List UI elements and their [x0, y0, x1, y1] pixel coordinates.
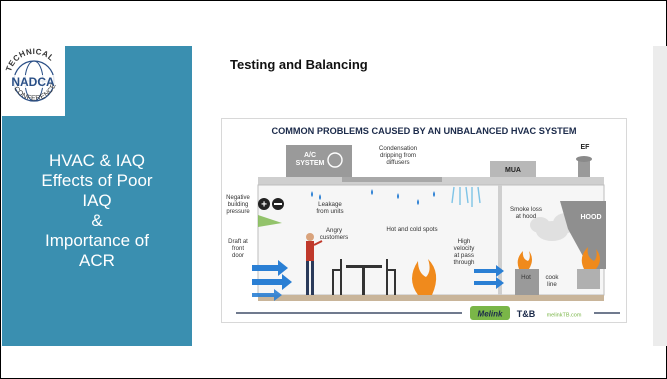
mua-label: MUA — [505, 167, 521, 174]
negative-pressure-label: pressure — [226, 209, 250, 215]
smoke-loss-label: Smoke loss — [510, 206, 542, 213]
condensation-label: diffusers — [386, 159, 409, 166]
vent-flap — [258, 215, 282, 227]
angry-customers-label: customers — [320, 234, 349, 241]
section-title: Testing and Balancing — [230, 57, 368, 72]
flame-icon — [517, 251, 532, 269]
draft-label: door — [232, 253, 244, 259]
ac-unit — [286, 145, 352, 177]
high-velocity-label: at pass — [454, 252, 474, 259]
logo-top-text: TECHNICAL — [4, 47, 55, 73]
sidebar-title-line: ACR — [79, 251, 115, 270]
hot-cook-label: cook — [545, 274, 559, 281]
floor — [258, 295, 604, 301]
flame-icon — [412, 259, 437, 295]
mua-unit — [490, 161, 536, 177]
leakage-label: Leakage — [318, 201, 342, 208]
negative-pressure-label: building — [228, 202, 249, 208]
condensation-label: Condensation — [379, 145, 418, 152]
condensation-label: dripping from — [380, 152, 416, 159]
hood — [560, 201, 606, 269]
exhaust-fan-cap — [576, 156, 592, 162]
plus-icon-glyph: + — [261, 200, 267, 211]
leakage-label: from units — [316, 208, 343, 215]
sidebar-title-line: Importance of — [45, 231, 149, 250]
airflow-arrows — [252, 260, 504, 301]
svg-text:TECHNICAL: TECHNICAL — [4, 47, 56, 73]
plus-icon — [258, 198, 270, 210]
brand-suffix: T&B — [517, 309, 536, 319]
hvac-diagram: COMMON PROBLEMS CAUSED BY AN UNBALANCED … — [221, 118, 627, 323]
high-velocity-label: High — [458, 238, 471, 245]
kitchen-wall — [498, 185, 502, 295]
cook-line-unit — [515, 269, 539, 295]
brand-url: melinkTB.com — [547, 313, 582, 319]
minus-icon-glyph — [274, 203, 282, 205]
high-velocity-label: velocity — [454, 245, 476, 252]
draft-label: Draft at — [228, 239, 248, 245]
brand-name: Melink — [478, 310, 503, 319]
exhaust-fan — [578, 159, 590, 177]
sidebar-title-line: & — [91, 211, 103, 230]
ac-label: SYSTEM — [296, 160, 325, 167]
nadca-logo: TECHNICAL NADCA CONFERENCE — [2, 46, 65, 116]
ef-label: EF — [581, 144, 591, 151]
right-panel — [653, 46, 667, 346]
hot-cold-label: Hot and cold spots — [386, 226, 437, 233]
logo-main-text: NADCA — [11, 75, 55, 89]
sidebar-title-line: HVAC & IAQ — [48, 151, 146, 170]
duct — [342, 177, 442, 182]
hood-label: HOOD — [581, 214, 602, 221]
sidebar-title-line: IAQ — [82, 191, 112, 210]
customer-figure — [306, 233, 323, 295]
nadca-logo-graphic: TECHNICAL NADCA CONFERENCE — [2, 47, 65, 102]
high-velocity-label: through — [454, 259, 476, 266]
fan-icon — [327, 152, 343, 168]
hot-cook-label: Hot — [521, 274, 531, 281]
smoke-loss-label: at hood — [516, 213, 537, 220]
melink-logo — [470, 306, 510, 320]
hood-cooker — [577, 269, 600, 289]
hvac-diagram-graphic: COMMON PROBLEMS CAUSED BY AN UNBALANCED … — [222, 126, 626, 322]
cold-airflow — [451, 186, 481, 207]
hot-cook-label: line — [547, 281, 557, 288]
diagram-title: COMMON PROBLEMS CAUSED BY AN UNBALANCED … — [271, 126, 576, 136]
table-chairs — [332, 259, 396, 295]
negative-pressure-label: Negative — [226, 195, 250, 201]
angry-customers-label: Angry — [326, 227, 343, 234]
sidebar-title: HVAC & IAQ Effects of Poor IAQ & Importa… — [2, 151, 192, 271]
draft-label: front — [232, 246, 244, 252]
sidebar-title-line: Effects of Poor — [41, 171, 153, 190]
flame-icon — [581, 247, 600, 269]
ac-label: A/C — [304, 152, 316, 159]
water-drops — [311, 189, 435, 205]
